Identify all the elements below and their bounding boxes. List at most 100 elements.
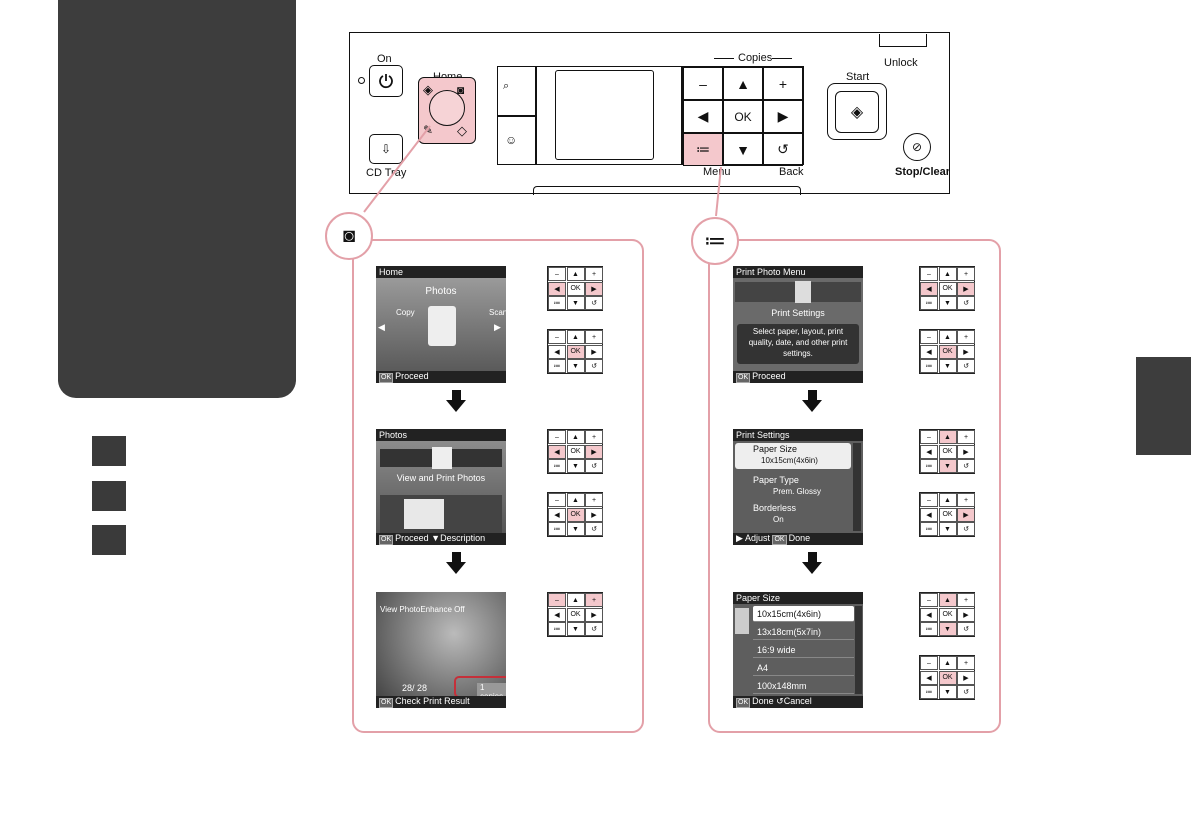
mini-key-left: ◀ <box>920 507 938 522</box>
photos-mode-icon: ◈ <box>423 82 433 97</box>
screen-heading: Photos <box>425 286 457 297</box>
scan-icon: ◇ <box>457 123 467 138</box>
footer-text: Done <box>752 696 774 706</box>
mini-key-plus: + <box>957 267 975 281</box>
side-tab-icon <box>735 608 749 634</box>
start-label: Start <box>846 71 870 83</box>
camera-icon: ◙ <box>342 224 356 247</box>
scrollbar[interactable] <box>855 606 862 694</box>
mini-key-left: ◀ <box>548 507 566 522</box>
print-photo-menu-screen: Print Photo Menu Print Settings Select p… <box>733 266 863 383</box>
cd-tray-button[interactable]: ⇩ <box>369 134 403 164</box>
screen-title: Print Settings <box>736 430 790 440</box>
left-arrow-icon: ◀ <box>378 322 385 332</box>
paper-option[interactable]: 100x148mm <box>753 678 854 694</box>
section-tab <box>58 0 296 398</box>
auto-correct-icon[interactable]: ☺ <box>505 133 518 147</box>
view-print-icon[interactable] <box>432 447 452 469</box>
mini-key-minus: – <box>920 593 938 607</box>
mini-key-plus: + <box>957 330 975 344</box>
mini-key-menu: ≔ <box>920 622 938 637</box>
menu-button[interactable]: ≔ <box>683 133 723 166</box>
mini-key-down: ▼ <box>566 622 585 637</box>
mini-key-up: ▲ <box>938 267 957 281</box>
mini-key-right: ▶ <box>957 607 975 622</box>
mini-key-left: ◀ <box>920 670 938 685</box>
right-key-icon: ▶ <box>736 533 743 543</box>
footer-text-2: Description <box>440 533 486 543</box>
mini-key-left: ◀ <box>920 444 938 459</box>
mini-key-minus: – <box>548 430 566 444</box>
mini-key-back: ↺ <box>957 622 975 637</box>
mini-key-down: ▼ <box>566 296 585 311</box>
copy-item[interactable]: Copy <box>396 308 415 317</box>
camera-icon: ◙ <box>457 83 465 97</box>
paper-size-row[interactable] <box>735 443 851 469</box>
mini-key-down: ▼ <box>938 359 957 374</box>
mini-key-down: ▼ <box>566 459 585 474</box>
paper-option[interactable]: 10x15cm(4x6in) <box>753 606 854 622</box>
mini-keypad: –▲+◀OK▶≔▼↺ <box>547 429 603 474</box>
mini-key-left: ◀ <box>920 281 938 296</box>
down-arrow <box>446 562 466 574</box>
mini-key-left: ◀ <box>548 344 566 359</box>
up-button[interactable]: ▲ <box>723 67 763 100</box>
display-zoom-icon[interactable]: ⌕ <box>503 80 510 92</box>
ok-key-icon: OK <box>736 373 751 383</box>
navigation-keypad: – ▲ + ◀ OK ▶ ≔ ▼ ↺ <box>682 66 804 166</box>
mini-key-up: ▲ <box>566 593 585 607</box>
mini-key-up: ▲ <box>938 330 957 344</box>
bullet-square-1 <box>92 436 126 466</box>
back-key-icon: ↺ <box>776 696 784 706</box>
footer-text-2: Cancel <box>783 696 812 706</box>
paper-option[interactable]: 16:9 wide <box>753 642 854 658</box>
paper-option[interactable]: 13x18cm(5x7in) <box>753 624 854 640</box>
photos-icon[interactable] <box>428 306 456 346</box>
mini-key-plus: + <box>585 430 603 444</box>
start-diamond-icon: ◈ <box>850 103 864 121</box>
mini-key-ok: OK <box>938 607 957 622</box>
mini-keypad: –▲+◀OK▶≔▼↺ <box>919 266 975 311</box>
paper-option[interactable]: A4 <box>753 660 854 676</box>
power-button[interactable] <box>369 65 403 97</box>
cd-tray-icon: ⇩ <box>380 142 392 156</box>
mini-key-menu: ≔ <box>548 296 566 311</box>
unlock-slot[interactable] <box>879 34 927 47</box>
screen-title: Photos <box>379 430 408 440</box>
paper-type-value: Prem. Glossy <box>773 487 822 496</box>
mini-key-plus: + <box>957 656 975 670</box>
scrollbar[interactable] <box>853 443 861 531</box>
mini-key-plus: + <box>957 493 975 507</box>
mini-key-down: ▼ <box>938 685 957 700</box>
mini-key-minus: – <box>548 493 566 507</box>
back-button[interactable]: ↺ <box>763 133 803 166</box>
chapter-tab <box>1136 357 1191 455</box>
photo-preview <box>376 592 506 696</box>
mini-key-plus: + <box>585 493 603 507</box>
plus-button[interactable]: + <box>763 67 803 100</box>
mini-key-ok: OK <box>566 607 585 622</box>
mini-key-down: ▼ <box>938 459 957 474</box>
stop-button[interactable]: ⊘ <box>903 133 931 161</box>
scan-item[interactable]: Scan <box>489 308 506 317</box>
ok-button[interactable]: OK <box>723 100 763 133</box>
print-settings-icon[interactable] <box>795 281 811 303</box>
mini-key-ok: OK <box>938 281 957 296</box>
right-button[interactable]: ▶ <box>763 100 803 133</box>
stop-clear-label: Stop/Clear <box>895 166 951 178</box>
mini-key-minus: – <box>548 267 566 281</box>
mini-key-menu: ≔ <box>548 622 566 637</box>
home-center-circle[interactable] <box>429 90 465 126</box>
borderless-label[interactable]: Borderless <box>753 503 797 513</box>
menu-label: Menu <box>703 166 731 178</box>
power-led <box>358 77 365 84</box>
start-button[interactable]: ◈ <box>827 83 887 140</box>
down-button[interactable]: ▼ <box>723 133 763 166</box>
mini-key-up: ▲ <box>566 430 585 444</box>
paper-type-label[interactable]: Paper Type <box>753 475 799 485</box>
mini-key-minus: – <box>920 493 938 507</box>
left-button[interactable]: ◀ <box>683 100 723 133</box>
minus-button[interactable]: – <box>683 67 723 100</box>
ok-key-icon: OK <box>379 535 394 545</box>
mini-keypad: –▲+◀OK▶≔▼↺ <box>919 492 975 537</box>
